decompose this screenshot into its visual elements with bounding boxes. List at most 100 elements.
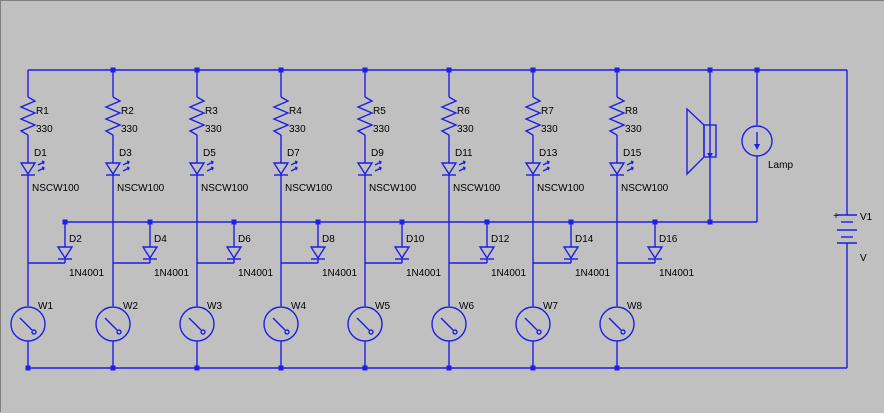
led-part-label: NSCW100: [453, 183, 501, 194]
lamp-ref-label: W3: [207, 301, 222, 312]
led-part-label: NSCW100: [621, 183, 669, 194]
resistor-ref-label: R6: [457, 106, 470, 117]
resistor-value-label: 330: [205, 124, 222, 135]
resistor-ref-label: R5: [373, 106, 386, 117]
lamp-ref-label: W7: [543, 301, 558, 312]
diode-symbol: [309, 246, 327, 260]
lamp-switch-symbol: [599, 306, 635, 342]
led-ref-label: D11: [455, 148, 473, 159]
resistor-value-label: 330: [121, 124, 138, 135]
lamp-switch-symbol: [10, 306, 46, 342]
resistor-symbol: [440, 96, 458, 136]
lamp-switch-symbol: [431, 306, 467, 342]
junction-dot: [568, 219, 574, 225]
led-ref-label: D3: [119, 148, 132, 159]
diode-ref-label: D4: [154, 234, 167, 245]
switch-blade: [188, 317, 202, 331]
junction-dot: [147, 219, 153, 225]
junction-dot: [484, 219, 490, 225]
resistor-symbol: [104, 96, 122, 136]
junction-dot: [362, 67, 368, 73]
diode-symbol: [562, 246, 580, 260]
diode-ref-label: D16: [659, 234, 678, 245]
resistor-value-label: 330: [36, 124, 53, 135]
resistor-symbol: [608, 96, 626, 136]
battery-ref-label: V1: [860, 212, 873, 223]
diode-part-label: 1N4001: [406, 268, 441, 279]
led-symbol: [272, 162, 290, 176]
led-light-arrows-icon: [626, 160, 634, 172]
diode-part-label: 1N4001: [69, 268, 104, 279]
diode-symbol: [646, 246, 664, 260]
resistor-symbol: [19, 96, 37, 136]
speaker-arrow-icon: [707, 153, 713, 158]
resistor-symbol: [524, 96, 542, 136]
led-light-arrows-icon: [374, 160, 382, 172]
resistor-ref-label: R8: [625, 106, 638, 117]
resistor-ref-label: R2: [121, 106, 134, 117]
lamp-ref-label: W1: [38, 301, 53, 312]
lamp-label: Lamp: [768, 160, 793, 171]
diode-ref-label: D8: [322, 234, 335, 245]
junction-dot: [707, 67, 713, 73]
resistor-ref-label: R7: [541, 106, 554, 117]
diode-symbol: [56, 246, 74, 260]
junction-dot: [278, 67, 284, 73]
led-ref-label: D9: [371, 148, 384, 159]
junction-dot: [194, 365, 200, 371]
diode-symbol: [225, 246, 243, 260]
switch-contact: [536, 329, 542, 335]
switch-blade: [356, 317, 370, 331]
diode-part-label: 1N4001: [154, 268, 189, 279]
resistor-ref-label: R1: [36, 106, 49, 117]
junction-dot: [399, 219, 405, 225]
junction-dot: [446, 67, 452, 73]
led-part-label: NSCW100: [201, 183, 249, 194]
switch-blade: [19, 317, 33, 331]
diode-part-label: 1N4001: [575, 268, 610, 279]
junction-dot: [707, 219, 713, 225]
switch-contact: [200, 329, 206, 335]
resistor-value-label: 330: [541, 124, 558, 135]
led-symbol: [19, 162, 37, 176]
resistor-symbol: [272, 96, 290, 136]
diode-ref-label: D14: [575, 234, 594, 245]
lamp-ref-label: W4: [291, 301, 306, 312]
switch-blade: [608, 317, 622, 331]
diode-ref-label: D10: [406, 234, 425, 245]
battery-value-label: V: [860, 253, 867, 264]
junction-dot: [362, 365, 368, 371]
junction-dot: [110, 365, 116, 371]
diode-ref-label: D12: [491, 234, 510, 245]
junction-dot: [278, 365, 284, 371]
lamp-switch-symbol: [263, 306, 299, 342]
switch-blade: [440, 317, 454, 331]
resistor-value-label: 330: [373, 124, 390, 135]
junction-dot: [652, 219, 658, 225]
lamp-switch-symbol: [95, 306, 131, 342]
diode-part-label: 1N4001: [238, 268, 273, 279]
junction-dot: [530, 67, 536, 73]
switch-contact: [284, 329, 290, 335]
labels: R1330D1NSCW100D21N4001W1R2330D3NSCW100D4…: [32, 106, 873, 312]
led-ref-label: D1: [34, 148, 47, 159]
resistor-symbol: [356, 96, 374, 136]
led-ref-label: D7: [287, 148, 300, 159]
resistor-value-label: 330: [457, 124, 474, 135]
switch-blade: [524, 317, 538, 331]
lamp-switch-symbol: [515, 306, 551, 342]
wires: [25, 67, 848, 371]
junction-dot: [25, 365, 31, 371]
led-symbol: [356, 162, 374, 176]
junction-dot: [110, 67, 116, 73]
lamp-ref-label: W6: [459, 301, 474, 312]
lamp-ref-label: W2: [123, 301, 138, 312]
switch-contact: [452, 329, 458, 335]
led-part-label: NSCW100: [32, 183, 80, 194]
led-light-arrows-icon: [122, 160, 130, 172]
junction-dot: [315, 219, 321, 225]
speaker-cone: [686, 107, 705, 176]
led-part-label: NSCW100: [537, 183, 585, 194]
resistor-value-label: 330: [289, 124, 306, 135]
